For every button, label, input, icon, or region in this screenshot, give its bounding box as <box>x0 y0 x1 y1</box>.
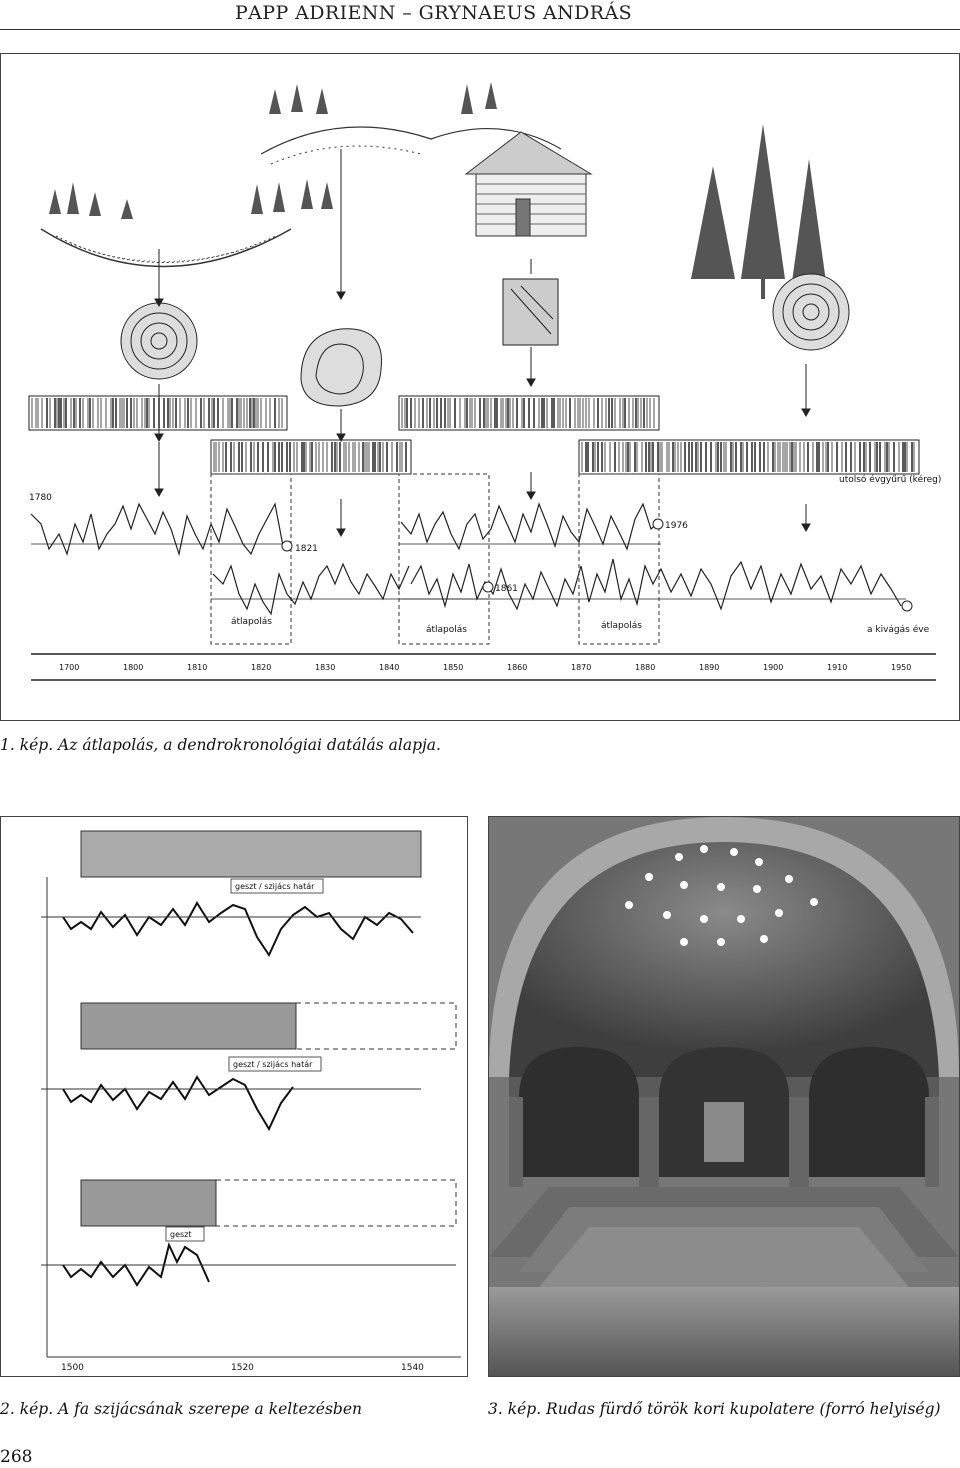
figure-1-dendro-overlap: 1780 1821 1861 1976 átlapolás átlapolás … <box>0 53 960 721</box>
overlap-boxes <box>210 473 660 645</box>
axis-year-label: 1540 <box>401 1363 424 1373</box>
ring-pattern-blocks <box>80 830 422 1227</box>
running-head: PAPP ADRIENN – GRYNAEUS ANDRÁS <box>0 0 960 26</box>
figure-2-illustration: geszt / szijács határ geszt / szijács ha… <box>41 830 461 1373</box>
band-label-3: geszt <box>170 1230 192 1239</box>
author2-given-initial: A <box>542 2 558 24</box>
figure-2-year-labels: 1500 1520 1540 <box>61 1363 424 1373</box>
author2-initial: G <box>418 2 435 24</box>
label-marker-b: 1861 <box>495 584 518 594</box>
axis-year-label: 1520 <box>231 1363 254 1373</box>
author-separator: – <box>402 2 413 24</box>
label-start-year: 1780 <box>29 493 52 503</box>
ring-width-curves <box>30 502 906 616</box>
author1-surname-rest: APP <box>248 2 289 24</box>
figure-3-rudas-dome-photo <box>488 816 960 1377</box>
axis-year-label: 1830 <box>315 663 335 672</box>
label-marker-a: 1821 <box>295 544 318 554</box>
axis-year-label: 1880 <box>635 663 655 672</box>
axis-year-label: 1860 <box>507 663 527 672</box>
dome-photo-illustration <box>489 817 959 1376</box>
page-number: 268 <box>0 1447 33 1467</box>
ring-width-barcodes <box>28 395 920 475</box>
spruce-trees-icon <box>691 124 827 301</box>
author1-given-initial: A <box>295 2 310 24</box>
label-overlap-1: átlapolás <box>231 617 272 627</box>
figure-3-caption: 3. kép. Rudas fürdő török kori kupolater… <box>488 1400 941 1418</box>
axis-year-label: 1800 <box>123 663 143 672</box>
axis-year-label: 1850 <box>443 663 463 672</box>
figure-1-caption: 1. kép. Az átlapolás, a dendrokronológia… <box>0 736 441 754</box>
author1-given-rest: DRIENN <box>309 2 396 24</box>
axis-year-label: 1840 <box>379 663 399 672</box>
band-labels: geszt / szijács határ geszt / szijács ha… <box>165 878 324 1242</box>
label-last-ring: utolsó évgyűrű (kéreg) <box>839 474 941 485</box>
baseline-axes <box>41 877 461 1358</box>
missing-ring-boxes <box>215 1002 457 1227</box>
axis-year-label: 1890 <box>699 663 719 672</box>
timeline-axis <box>31 653 936 681</box>
author2-surname-rest: RYNAEUS <box>434 2 537 24</box>
label-felling-year: a kivágás éve <box>867 624 930 635</box>
overlap-markers <box>281 518 913 612</box>
axis-year-label: 1820 <box>251 663 271 672</box>
figure-2-caption: 2. kép. A fa szijácsának szerepe a kelte… <box>0 1400 362 1418</box>
header-rule <box>0 29 960 30</box>
axis-year-label: 1900 <box>763 663 783 672</box>
axis-year-label: 1950 <box>891 663 911 672</box>
label-marker-c: 1976 <box>665 521 688 531</box>
band-label-1: geszt / szijács határ <box>235 882 315 891</box>
axis-year-label: 1910 <box>827 663 847 672</box>
author1-initial: P <box>234 2 249 24</box>
figure-1-illustration: 1780 1821 1861 1976 átlapolás átlapolás … <box>28 82 941 681</box>
log-cabin-icon <box>464 131 593 237</box>
axis-year-label: 1870 <box>571 663 591 672</box>
label-overlap-3: átlapolás <box>601 621 642 631</box>
pool-floor <box>489 1287 959 1376</box>
sapwood-curves <box>62 901 414 1287</box>
axis-year-label: 1500 <box>61 1363 84 1373</box>
author2-given-rest: NDRÁS <box>557 2 632 24</box>
dome-skylights <box>625 845 818 946</box>
axis-year-label: 1700 <box>59 663 79 672</box>
dome <box>509 842 939 1077</box>
pool-steps <box>489 1187 959 1287</box>
tree-ring-discs <box>120 273 850 407</box>
figure-2-sapwood-dating: geszt / szijács határ geszt / szijács ha… <box>0 816 468 1377</box>
timeline-year-labels: 1700 1800 1810 1820 1830 1840 1850 1860 1870 1880… <box>59 663 911 672</box>
columns-arcade <box>509 1047 939 1187</box>
axis-year-label: 1810 <box>187 663 207 672</box>
label-overlap-2: átlapolás <box>426 625 467 635</box>
band-label-2: geszt / szijács határ <box>233 1060 313 1069</box>
